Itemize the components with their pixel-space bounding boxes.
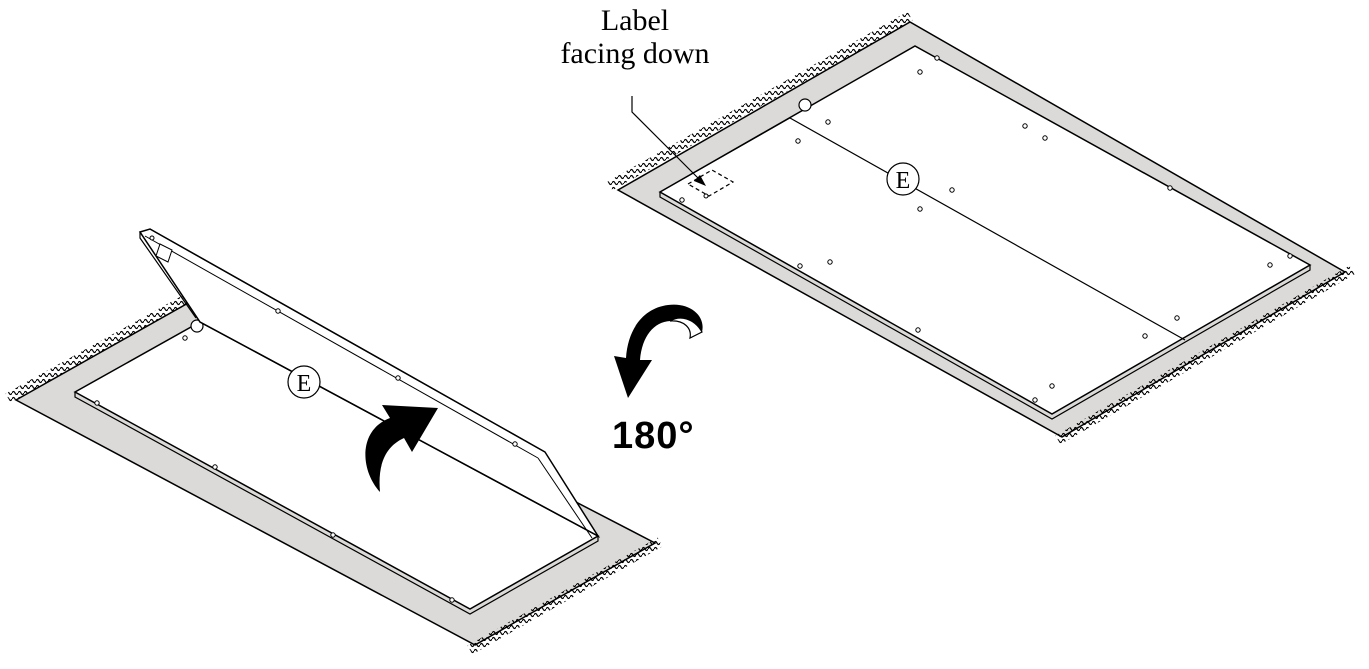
- left-panel-fold-line: [537, 457, 593, 539]
- right-rug-fringe-top: [607, 11, 913, 191]
- right-panel-holes: [679, 55, 1293, 403]
- left-panel-label: E: [297, 371, 312, 397]
- left-panel-holes: [94, 335, 455, 603]
- callout-leader: [631, 96, 701, 181]
- label-dashed-box: [686, 169, 735, 197]
- left-rug-fringe-bottom: [467, 537, 663, 655]
- rotation-label: 180°: [612, 415, 695, 457]
- label-callout: Label facing down: [520, 4, 750, 70]
- callout-line-2: facing down: [560, 37, 710, 70]
- left-panel-flipping-edge: [139, 232, 197, 319]
- rotate-arrow-icon: [614, 304, 703, 398]
- left-rug-fringe-top: [5, 291, 195, 403]
- left-panel-lower-edge: [74, 392, 599, 615]
- left-panel-flipping-inner-edge: [144, 235, 539, 459]
- right-panel-label: E: [896, 168, 911, 194]
- right-panel-label-circle: [886, 162, 920, 196]
- right-panel-notch: [798, 98, 812, 112]
- right-panel-seam-2: [659, 117, 791, 193]
- right-panel-seam-1: [789, 117, 1186, 341]
- left-panel-label-circle: [287, 365, 321, 399]
- left-panel-flipping-face: [138, 228, 601, 539]
- right-panel-edge: [659, 192, 1311, 420]
- callout-arrowhead: [694, 175, 706, 186]
- flip-arrow-icon: [365, 405, 438, 492]
- callout-line-1: Label: [600, 4, 670, 37]
- left-panel-flipping-top-edge: [149, 228, 546, 453]
- left-panel-notch: [190, 319, 204, 333]
- right-rug-fringe-bottom: [1055, 265, 1355, 445]
- left-panel-corner-cutout: [155, 243, 173, 263]
- left-flipping-holes: [149, 235, 518, 447]
- right-panel-E: E: [658, 45, 1312, 420]
